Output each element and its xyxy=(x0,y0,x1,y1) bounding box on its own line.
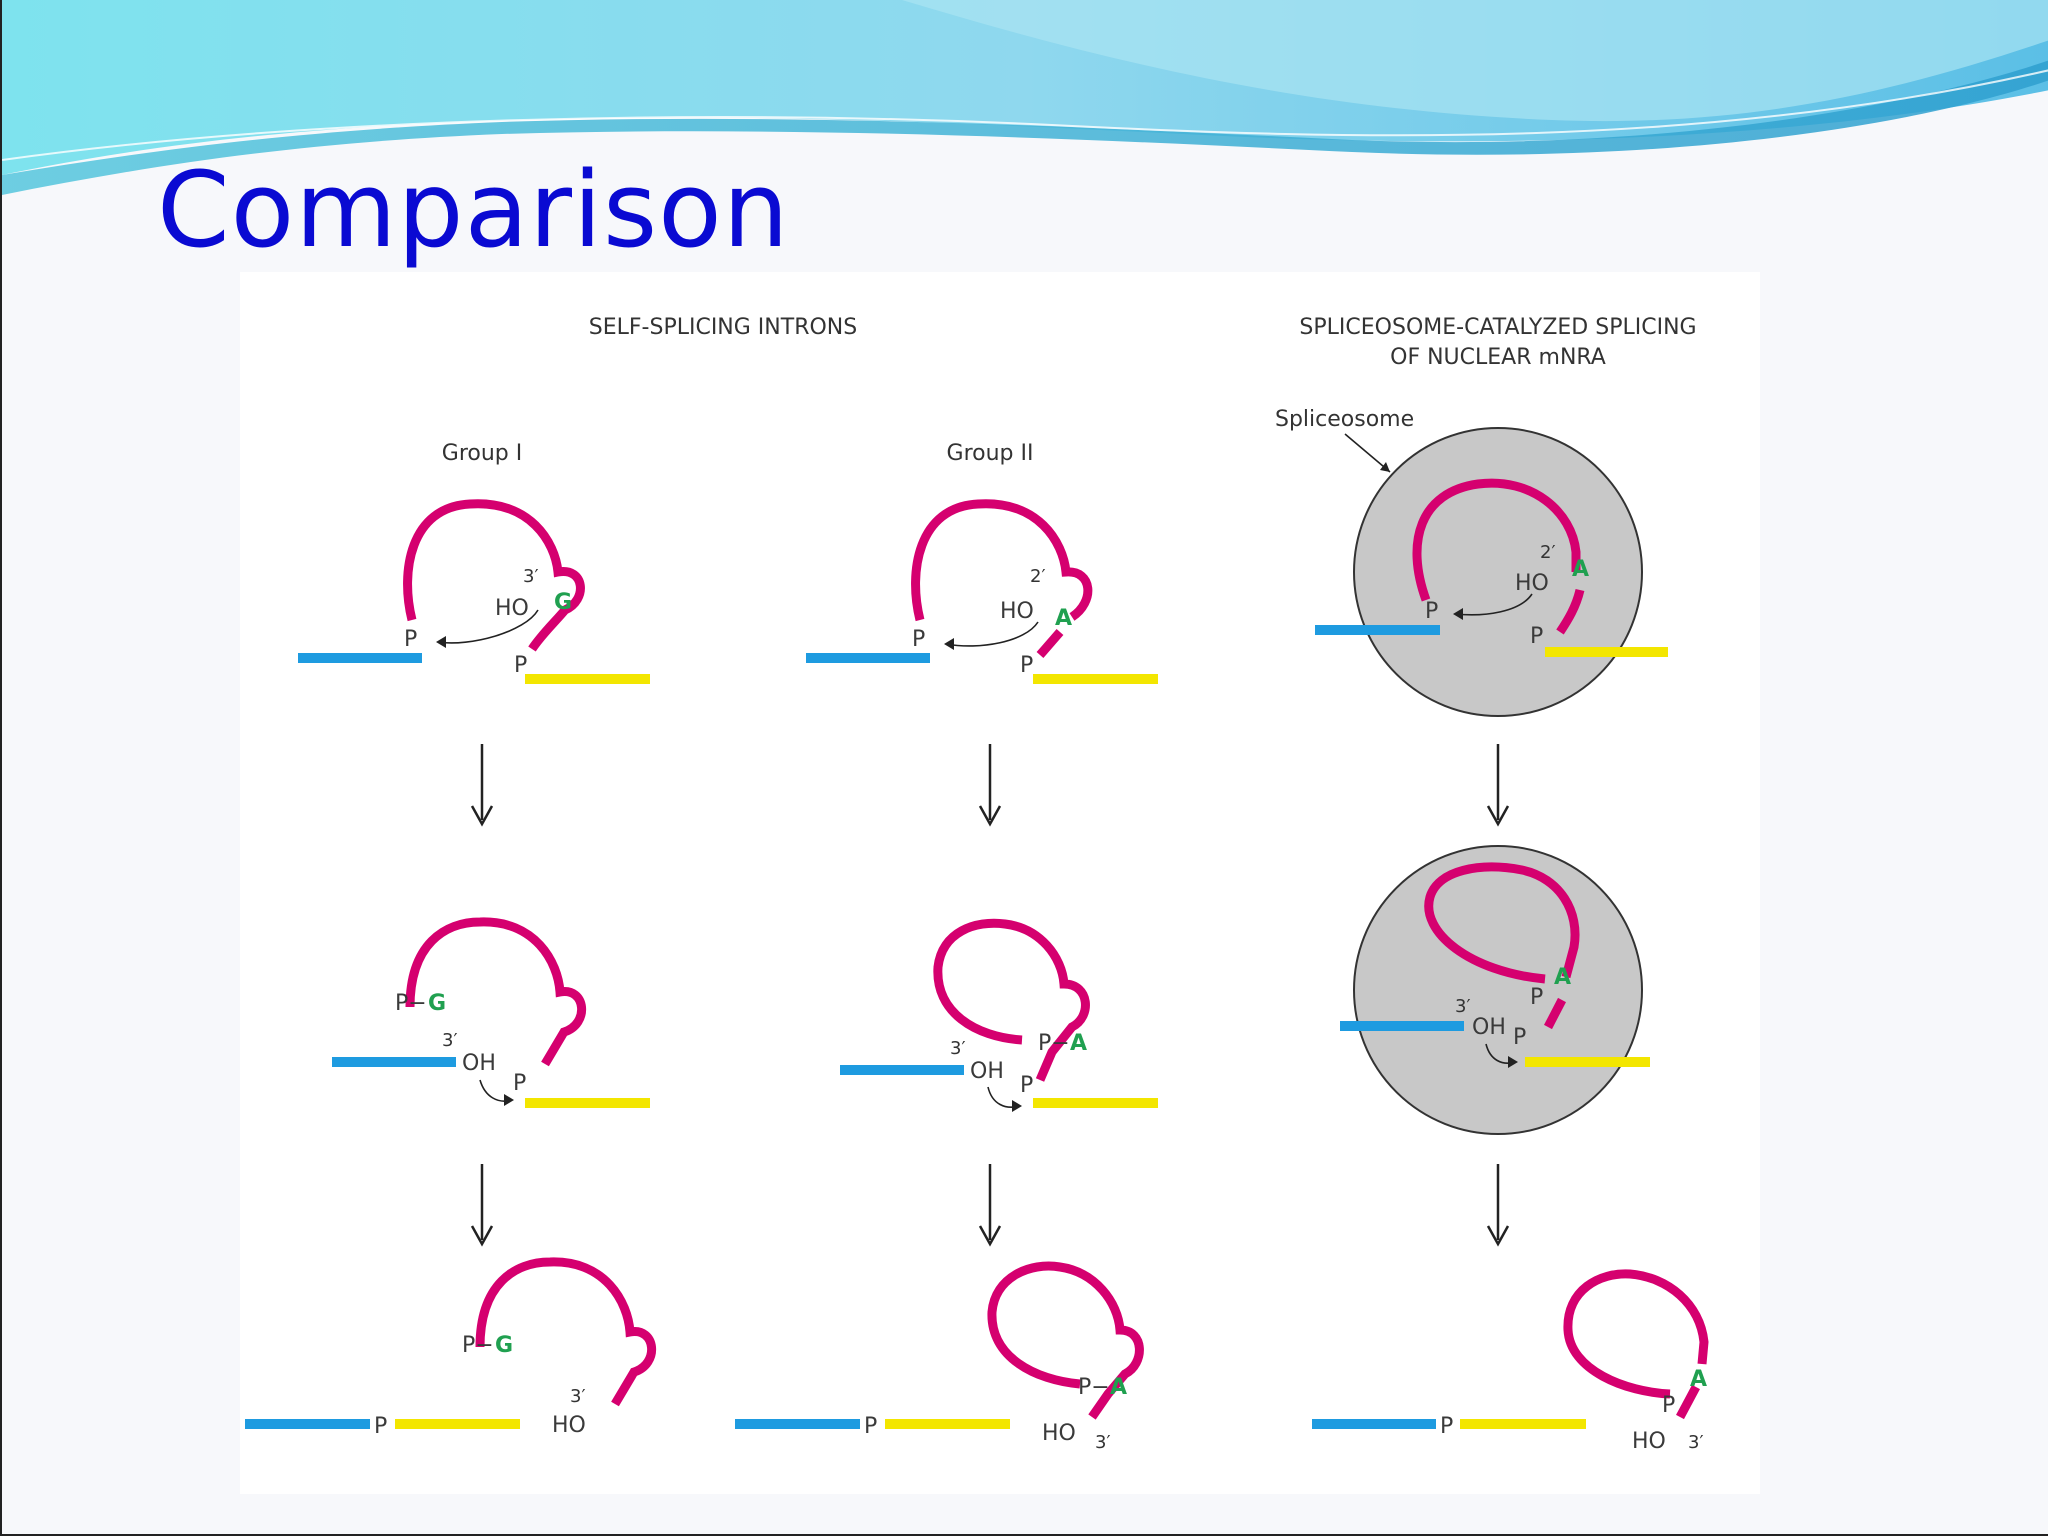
g2r2-3prime: 3′ xyxy=(950,1038,966,1059)
g2r3-3prime: 3′ xyxy=(1095,1432,1111,1453)
g1r2-3prime: 3′ xyxy=(442,1030,458,1051)
spr2-3prime: 3′ xyxy=(1455,996,1471,1017)
spr3-P-A: P xyxy=(1662,1393,1675,1418)
g1r3-3prime: 3′ xyxy=(570,1386,586,1407)
slide-title: Comparison xyxy=(157,149,790,271)
spr3-HO: HO xyxy=(1632,1429,1666,1454)
splicing-comparison-figure: SELF-SPLICING INTRONS SPLICEOSOME-CATALY… xyxy=(240,272,1760,1494)
g2r2-OH: OH xyxy=(970,1059,1004,1084)
spr1-A: A xyxy=(1572,557,1589,582)
label-spliceosome: Spliceosome xyxy=(1275,407,1414,432)
spliceosome-particle-2 xyxy=(1353,845,1643,1135)
spr3-3prime: 3′ xyxy=(1688,1432,1704,1453)
step-arrows-1 xyxy=(470,744,1510,827)
g2r1-A: A xyxy=(1055,606,1072,631)
g2r1-P-left: P xyxy=(912,627,925,652)
g1r2-P-G: P− xyxy=(395,991,427,1016)
group1-step1: P P 3′ HO G xyxy=(298,499,650,684)
g2r1-2prime: 2′ xyxy=(1030,566,1046,587)
spr1-HO: HO xyxy=(1515,571,1549,596)
label-group-2: Group II xyxy=(947,441,1034,466)
g1r2-OH: OH xyxy=(462,1051,496,1076)
g2r1-P-right: P xyxy=(1020,653,1033,678)
spr2-P-right: P xyxy=(1513,1025,1526,1050)
g1r1-G: G xyxy=(554,590,572,615)
header-spliceosome-line1: SPLICEOSOME-CATALYZED SPLICING xyxy=(1299,315,1696,340)
spr1-P-right: P xyxy=(1530,624,1543,649)
spr3-P-ligated: P xyxy=(1440,1414,1453,1439)
g1r3-HO: HO xyxy=(552,1413,586,1438)
g2r3-A: A xyxy=(1110,1375,1127,1400)
g2r2-A: A xyxy=(1070,1031,1087,1056)
g1r1-HO: HO xyxy=(495,596,529,621)
g2r1-HO: HO xyxy=(1000,599,1034,624)
step-arrows-2 xyxy=(470,1164,1510,1247)
g2r3-P-ligated: P xyxy=(864,1414,877,1439)
g2r2-P-right: P xyxy=(1020,1073,1033,1098)
g1r3-G: G xyxy=(495,1333,513,1358)
spliceosome-step3: P P A HO 3′ xyxy=(1312,1269,1709,1454)
spr2-P-A: P xyxy=(1530,985,1543,1010)
spr1-2prime: 2′ xyxy=(1540,542,1556,563)
splicing-diagram: SELF-SPLICING INTRONS SPLICEOSOME-CATALY… xyxy=(240,272,1760,1494)
spr2-A: A xyxy=(1554,965,1571,990)
spliceosome-particle-1 xyxy=(1353,427,1643,717)
spliceosome-step1: P P 2′ HO A xyxy=(1315,427,1668,717)
group1-step2: P− G 3′ OH P xyxy=(332,917,650,1108)
header-wave-banner xyxy=(2,0,2048,195)
g2r3-HO: HO xyxy=(1042,1421,1076,1446)
g1r1-P-right: P xyxy=(514,653,527,678)
group2-step1: P P 2′ HO A xyxy=(806,499,1158,684)
g1r3-P-ligated: P xyxy=(374,1414,387,1439)
g2r3-P-A: P− xyxy=(1078,1375,1110,1400)
label-group-1: Group I xyxy=(442,441,522,466)
g1r1-3prime: 3′ xyxy=(523,566,539,587)
spr1-P-left: P xyxy=(1425,599,1438,624)
group2-step3: P P− A HO 3′ xyxy=(735,1261,1144,1453)
g1r1-P-left: P xyxy=(404,627,417,652)
g1r2-P-right: P xyxy=(513,1071,526,1096)
g2r2-P-A: P− xyxy=(1038,1031,1070,1056)
g1r3-P-G: P− xyxy=(462,1333,494,1358)
spr3-A: A xyxy=(1690,1367,1707,1392)
header-self-splicing: SELF-SPLICING INTRONS xyxy=(589,315,857,340)
header-spliceosome-line2: OF NUCLEAR mNRA xyxy=(1390,345,1606,370)
group1-step3: P P− G 3′ HO xyxy=(245,1257,656,1439)
g1r2-G: G xyxy=(428,991,446,1016)
spliceosome-step2: P A 3′ OH P xyxy=(1340,845,1650,1135)
spr2-OH: OH xyxy=(1472,1015,1506,1040)
group2-step2: P− A 3′ OH P xyxy=(840,918,1158,1112)
spliceosome-pointer xyxy=(1344,433,1391,473)
